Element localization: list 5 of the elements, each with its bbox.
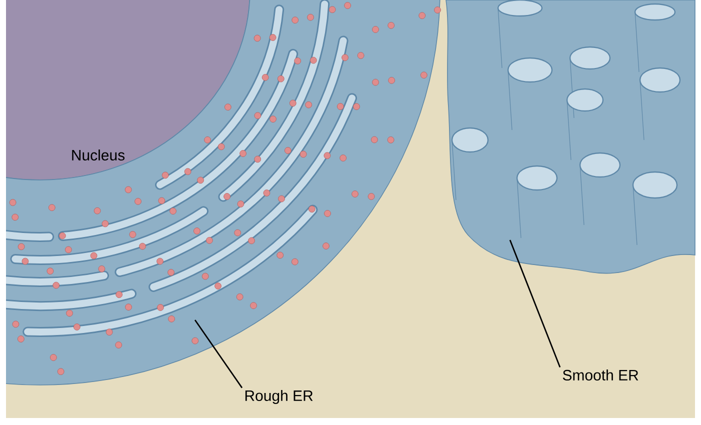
leader-line — [194, 320, 243, 388]
label: Rough ER — [245, 390, 313, 404]
smooth-er-drawing — [446, 0, 696, 274]
label: Smooth ER — [562, 369, 638, 380]
leader-line — [509, 240, 561, 368]
